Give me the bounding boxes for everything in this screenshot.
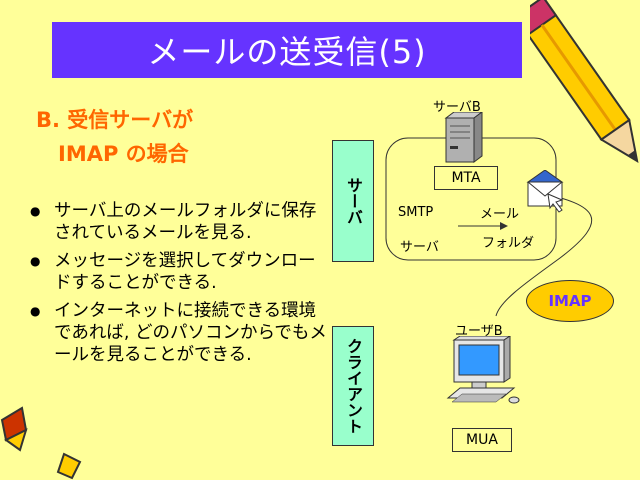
bullet-item: メッセージを選択してダウンロードすることができる. <box>28 250 328 294</box>
server-name: サーバB <box>433 100 481 115</box>
slide-title: メールの送受信(5) <box>147 33 427 71</box>
server-tower-icon <box>444 112 483 163</box>
folder-label: フォルダ <box>482 236 535 251</box>
bullet-item: インターネットに接続できる環境であれば, どのパソコンからでもメールを見ることが… <box>28 300 328 366</box>
smtp-server-label: サーバ <box>400 240 439 255</box>
client-side-label: クライアント <box>332 326 374 446</box>
mua-box: MUA <box>452 428 512 452</box>
pencil-tip-icon <box>0 406 82 480</box>
subtitle-line-2: IMAP の場合 <box>58 142 189 166</box>
bullet-list: サーバ上のメールフォルダに保存されているメールを見る. メッセージを選択してダウ… <box>28 200 328 372</box>
user-name: ユーザB <box>455 324 503 339</box>
pencil-icon <box>530 0 639 163</box>
bullet-item: サーバ上のメールフォルダに保存されているメールを見る. <box>28 200 328 244</box>
computer-icon <box>446 336 520 404</box>
title-bar: メールの送受信(5) <box>52 22 522 78</box>
mail-label: メール <box>480 207 520 222</box>
server-side-label: サーバ <box>332 140 374 262</box>
mail-envelope-icon <box>526 170 564 213</box>
imap-oval: IMAP <box>526 280 614 322</box>
subtitle-line-1: B. 受信サーバが <box>36 108 194 132</box>
smtp-label: SMTP <box>398 205 434 220</box>
mta-box: MTA <box>434 166 498 190</box>
